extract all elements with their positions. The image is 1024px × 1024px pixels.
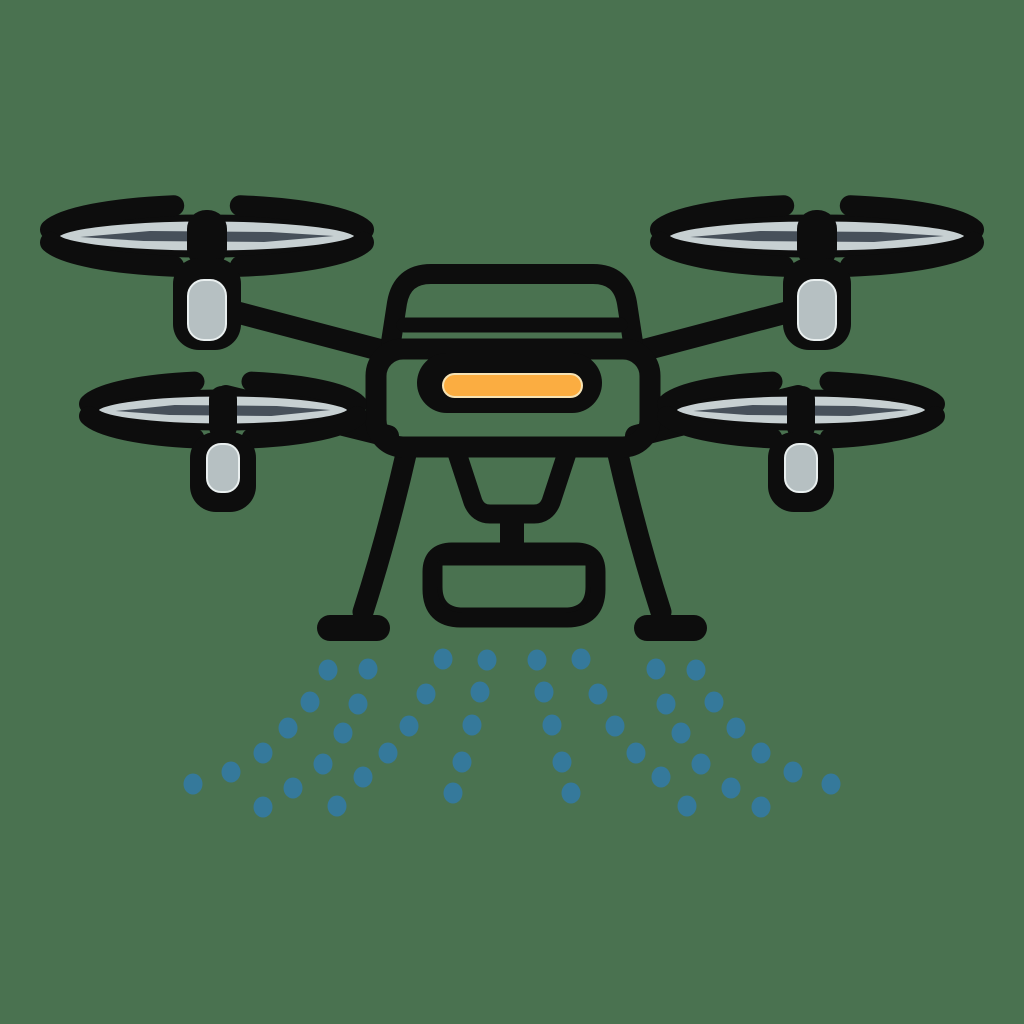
spray-drop (691, 753, 711, 775)
rotor-wash-arc (650, 195, 795, 241)
spray-jet-right-inner-foot (646, 658, 771, 818)
rotor-wash-arc (839, 195, 984, 241)
spray-drop (253, 796, 273, 818)
spray-drop (333, 722, 353, 744)
spray-drop (300, 691, 320, 713)
rotor-top-left (40, 195, 374, 350)
spray-drop (561, 782, 581, 804)
spray-drop (470, 681, 490, 703)
spray-drop (605, 715, 625, 737)
leg-left (352, 439, 418, 623)
led-strip (442, 373, 583, 398)
spray-jet-right-outer-foot (686, 659, 841, 795)
spray-drop (253, 742, 273, 764)
spray-drop (378, 742, 398, 764)
rotor-wash-arc (650, 231, 795, 277)
spray-jet-left-inner-tank (443, 649, 497, 804)
motor-shaft (787, 386, 815, 440)
motor-shaft (209, 386, 237, 440)
motor-shaft (797, 210, 837, 268)
spray-drop (358, 658, 378, 680)
rotor-wash-arc (819, 406, 945, 449)
spray-drop (726, 717, 746, 739)
spray-drop (221, 761, 241, 783)
spray-drop (318, 659, 338, 681)
spray-drop (313, 753, 333, 775)
spray-fan (183, 648, 841, 818)
spray-drop (783, 761, 803, 783)
spray-drop (283, 777, 303, 799)
spray-drop (542, 714, 562, 736)
spray-drop (433, 648, 453, 670)
spray-drop (751, 742, 771, 764)
spray-drop (552, 751, 572, 773)
spray-drop (656, 693, 676, 715)
spray-drop (443, 782, 463, 804)
canopy (381, 264, 643, 352)
rotor-wash-arc (229, 195, 374, 241)
spray-drop (646, 658, 666, 680)
motor-pod-inner (206, 443, 240, 493)
spray-drop (626, 742, 646, 764)
spray-drop (462, 714, 482, 736)
motor-shaft (187, 210, 227, 268)
rotor-wash-arc (839, 231, 984, 277)
rotor-wash-arc (40, 231, 185, 277)
spray-jet-left-outer-foot (183, 659, 338, 795)
rotor-wash-arc (819, 371, 945, 414)
arm-top-right (633, 299, 807, 361)
spray-drop (399, 715, 419, 737)
spray-drop (183, 773, 203, 795)
rotor-top-right (650, 195, 984, 350)
fuselage (365, 264, 661, 458)
spray-tank-inner-line (437, 560, 591, 613)
spray-drop (677, 795, 697, 817)
spray-drop (327, 795, 347, 817)
spray-drop (477, 649, 497, 671)
spray-jet-left-outer-tank (327, 648, 453, 817)
rotor-wash-arc (241, 406, 367, 449)
spray-drop (704, 691, 724, 713)
spray-jet-right-inner-tank (527, 649, 581, 804)
body-shell (365, 338, 661, 458)
rotor-wash-arc (657, 371, 783, 414)
rotor-wash-arc (229, 231, 374, 277)
rotor-wash-arc (79, 406, 205, 449)
spray-drop (353, 766, 373, 788)
spray-tank (422, 542, 606, 628)
arm-top-left (217, 299, 391, 361)
spray-drop (671, 722, 691, 744)
spray-drop (571, 648, 591, 670)
rotor-bottom-left (79, 371, 367, 512)
spray-drop (588, 683, 608, 705)
spray-drop (721, 777, 741, 799)
spray-drop (821, 773, 841, 795)
spray-drop (452, 751, 472, 773)
spray-drop (651, 766, 671, 788)
landing-gear (317, 439, 707, 641)
spray-drop (527, 649, 547, 671)
spray-drop (686, 659, 706, 681)
rotor-bottom-right (657, 371, 945, 512)
spray-drop (416, 683, 436, 705)
leg-right (606, 439, 672, 623)
motor-pod-inner (187, 279, 227, 341)
spray-drop (534, 681, 554, 703)
motor-pod-inner (797, 279, 837, 341)
rotor-wash-arc (657, 406, 783, 449)
spray-drop (348, 693, 368, 715)
spray-jet-left-inner-foot (253, 658, 378, 818)
rotor-wash-arc (79, 371, 205, 414)
rotor-wash-arc (241, 371, 367, 414)
spray-drop (278, 717, 298, 739)
sprayer-assembly (422, 440, 606, 628)
motor-pod-inner (784, 443, 818, 493)
rotors (40, 195, 984, 512)
spray-jet-right-outer-tank (571, 648, 697, 817)
spray-drop (751, 796, 771, 818)
rotor-wash-arc (40, 195, 185, 241)
